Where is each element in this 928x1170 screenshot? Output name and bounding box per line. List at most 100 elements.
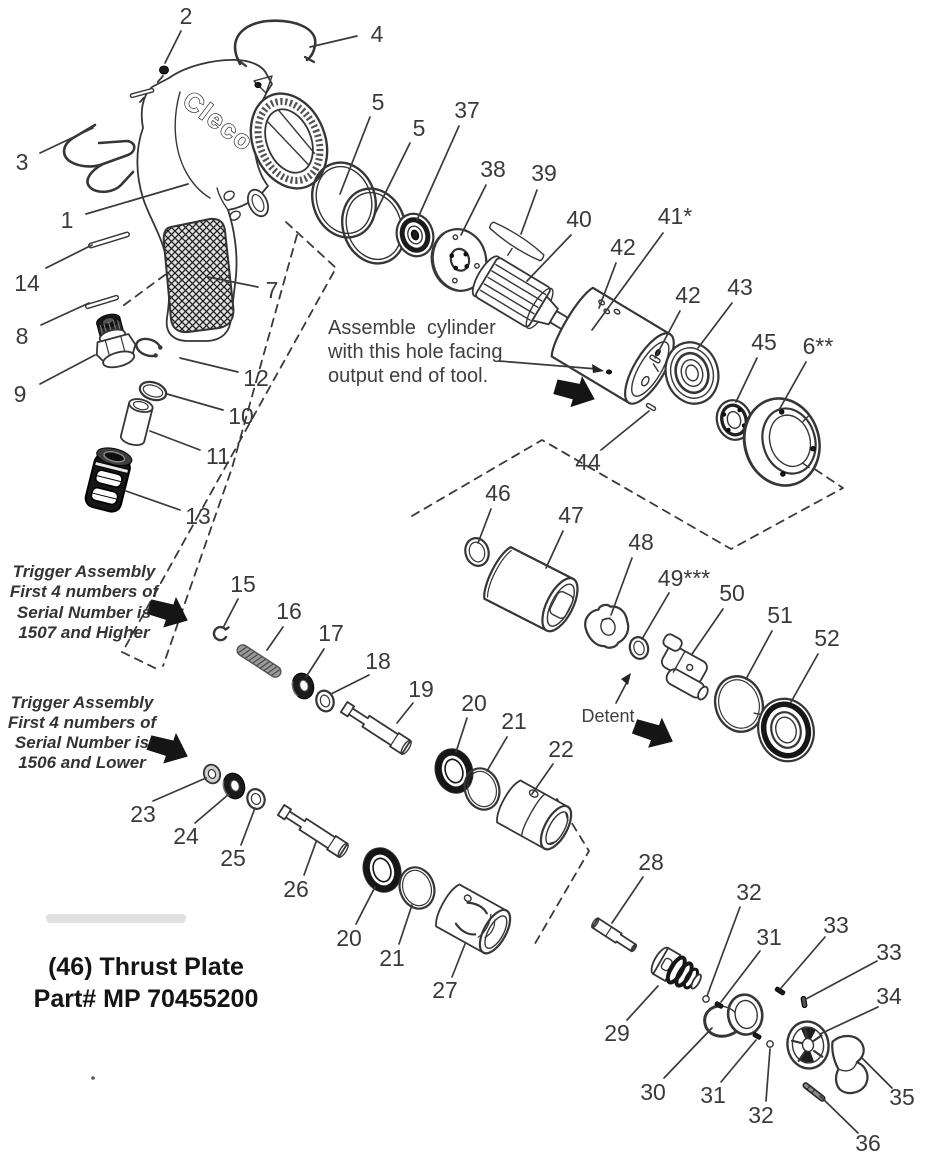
- part-2-pin: [129, 87, 155, 99]
- part-13-muffler-assembly: [84, 447, 133, 513]
- assemble-note-leader: [498, 360, 604, 373]
- thrust-plate-line2: Part# MP 70455200: [34, 985, 259, 1013]
- callout-43: 43: [727, 274, 753, 300]
- part-8-pin: [84, 294, 120, 310]
- part-28-pin: [591, 917, 638, 953]
- leader-line-17: [305, 648, 325, 678]
- trigger-low-line4: 1506 and Lower: [18, 753, 147, 772]
- leader-line-7: [207, 276, 259, 288]
- callout-28: 28: [638, 849, 664, 875]
- thrust-plate-note: (46) Thrust Plate Part# MP 70455200: [34, 953, 259, 1013]
- leader-line-42: [598, 262, 617, 309]
- leader-line-26: [303, 841, 317, 876]
- part-15-retaining-clip: [212, 625, 230, 642]
- part-14-pin: [88, 231, 130, 249]
- part-51-o-ring: [713, 675, 765, 733]
- leader-line-42: [654, 310, 681, 359]
- part-33-pin: [774, 986, 786, 996]
- leader-line-40: [526, 234, 572, 282]
- trigger-high-line4: 1507 and Higher: [18, 623, 151, 642]
- callout-7: 7: [266, 277, 279, 303]
- callout-20: 20: [461, 690, 487, 716]
- detent-pointer-arrow: [615, 673, 631, 704]
- callout-39: 39: [531, 160, 557, 186]
- callout-44: 44: [575, 449, 601, 475]
- callout-23: 23: [130, 801, 156, 827]
- leader-line-2: [164, 30, 182, 64]
- part-16-spring: [236, 644, 282, 678]
- black-arrow-detent: [627, 707, 681, 757]
- part-10-o-ring: [138, 380, 168, 402]
- leader-line-29: [626, 985, 659, 1021]
- callout-31: 31: [700, 1082, 726, 1108]
- part-6-clutch-housing: [742, 397, 821, 487]
- leader-line-37: [416, 125, 460, 221]
- callout-4: 4: [371, 21, 384, 47]
- logo-dot: [254, 81, 262, 89]
- part-4-hanger-bail: [233, 19, 317, 68]
- callout-15: 15: [230, 571, 256, 597]
- leader-line-14: [45, 244, 93, 269]
- part-31-pin: [752, 1032, 762, 1040]
- callout-31: 31: [756, 924, 782, 950]
- assemble-note-line1: Assemble cylinder: [328, 317, 496, 339]
- leader-line-30: [663, 1027, 713, 1079]
- leader-line-41*: [591, 232, 664, 331]
- leader-line-15: [223, 598, 239, 627]
- leader-line-1: [85, 183, 189, 215]
- leader-line-25: [240, 807, 256, 846]
- callout-11: 11: [206, 443, 230, 469]
- part-7-grip-pad: [162, 217, 235, 334]
- callout-20: 20: [336, 925, 362, 951]
- callout-32: 32: [736, 879, 762, 905]
- scan-artifact-smudge: [46, 914, 186, 923]
- callout-13: 13: [185, 503, 211, 529]
- leader-line-18: [330, 674, 370, 695]
- leader-line-20: [455, 717, 468, 753]
- part-1-nose-ring: [249, 92, 329, 190]
- part-3-hook-wire: [62, 123, 136, 194]
- leader-line-12: [179, 357, 239, 373]
- leader-line-21: [398, 904, 413, 945]
- leader-line-11: [149, 430, 201, 451]
- leader-line-20: [355, 886, 376, 925]
- callout-35: 35: [889, 1084, 915, 1110]
- leader-line-9: [39, 354, 96, 385]
- callout-17: 17: [318, 620, 344, 646]
- trigger-assembly-note-high: Trigger Assembly First 4 numbers of Seri…: [10, 562, 161, 642]
- trigger-high-line1: Trigger Assembly: [13, 562, 157, 581]
- callout-24: 24: [173, 823, 199, 849]
- part-49-detent-ring: [628, 636, 650, 660]
- part-37-bearing: [395, 212, 435, 258]
- part-9-inlet-bushing: [95, 313, 137, 369]
- callout-49***: 49***: [658, 565, 710, 591]
- leader-line-24: [194, 793, 230, 824]
- leader-line-33: [805, 960, 878, 1000]
- trigger-high-line3: Serial Number is: [17, 603, 151, 622]
- part-39-rotor-vane: [488, 221, 545, 262]
- part-17-grommet: [288, 669, 318, 703]
- callout-12: 12: [243, 365, 269, 391]
- callout-42: 42: [675, 282, 701, 308]
- callout-3: 3: [16, 149, 29, 175]
- part-34-detent-wheel: [786, 1020, 830, 1070]
- trigger-low-line2: First 4 numbers of: [8, 713, 159, 732]
- part-38-end-plate: [430, 228, 488, 292]
- callout-29: 29: [604, 1020, 630, 1046]
- callout-27: 27: [432, 977, 458, 1003]
- leader-line-6**: [778, 361, 807, 411]
- leader-line-27: [451, 943, 466, 978]
- callout-2: 2: [180, 3, 193, 29]
- part-23-washer: [202, 763, 222, 785]
- leader-line-23: [152, 777, 207, 802]
- thrust-plate-line1: (46) Thrust Plate: [48, 953, 244, 981]
- leader-line-50: [691, 608, 724, 655]
- part-27-throttle-bushing: [435, 883, 512, 955]
- dashed-line-trigger-left: [162, 234, 298, 667]
- part-48-cam: [584, 603, 630, 649]
- leader-line-3: [39, 127, 94, 154]
- callout-19: 19: [408, 676, 434, 702]
- leader-line-39: [520, 189, 538, 235]
- leader-line-34: [819, 1006, 879, 1035]
